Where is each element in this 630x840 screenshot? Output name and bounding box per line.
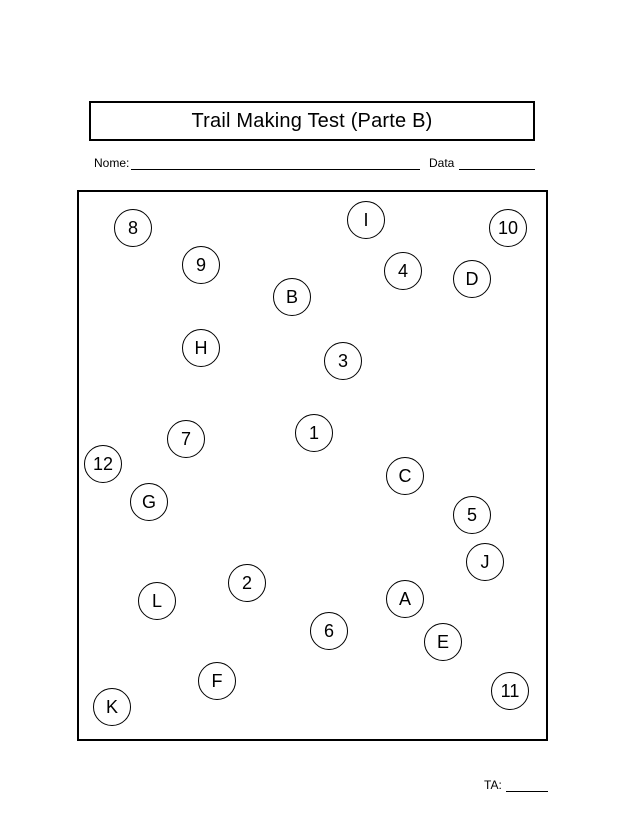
- trail-node[interactable]: L: [138, 582, 176, 620]
- date-blank-line: [459, 157, 536, 170]
- trail-node[interactable]: F: [198, 662, 236, 700]
- trail-node[interactable]: B: [273, 278, 311, 316]
- trail-node[interactable]: 3: [324, 342, 362, 380]
- trail-node[interactable]: K: [93, 688, 131, 726]
- trail-node[interactable]: 9: [182, 246, 220, 284]
- trail-node[interactable]: 5: [453, 496, 491, 534]
- trail-node[interactable]: 10: [489, 209, 527, 247]
- trail-node[interactable]: E: [424, 623, 462, 661]
- trail-node[interactable]: 1: [295, 414, 333, 452]
- trail-node[interactable]: A: [386, 580, 424, 618]
- name-row: Nome:: [94, 156, 421, 170]
- trail-test-area: 8 I 10 9 4 D B H 3 1 7 12 C G 5 J 2 L A …: [77, 190, 548, 741]
- trail-node[interactable]: G: [130, 483, 168, 521]
- trail-node[interactable]: I: [347, 201, 385, 239]
- date-row: Data: [429, 156, 536, 170]
- ta-label: TA:: [484, 778, 502, 792]
- title-box: Trail Making Test (Parte B): [89, 101, 535, 141]
- trail-node[interactable]: 8: [114, 209, 152, 247]
- trail-node[interactable]: 11: [491, 672, 529, 710]
- trail-node[interactable]: D: [453, 260, 491, 298]
- trail-node[interactable]: 7: [167, 420, 205, 458]
- trail-node[interactable]: J: [466, 543, 504, 581]
- trail-node[interactable]: H: [182, 329, 220, 367]
- trail-node[interactable]: 12: [84, 445, 122, 483]
- name-blank-line: [131, 157, 421, 170]
- trail-node[interactable]: 6: [310, 612, 348, 650]
- trail-node[interactable]: C: [386, 457, 424, 495]
- name-label: Nome:: [94, 156, 130, 170]
- page-title: Trail Making Test (Parte B): [191, 109, 433, 132]
- trail-node[interactable]: 4: [384, 252, 422, 290]
- date-label: Data: [429, 156, 455, 170]
- ta-row: TA:: [484, 778, 548, 792]
- ta-blank-line: [505, 779, 548, 792]
- trail-node[interactable]: 2: [228, 564, 266, 602]
